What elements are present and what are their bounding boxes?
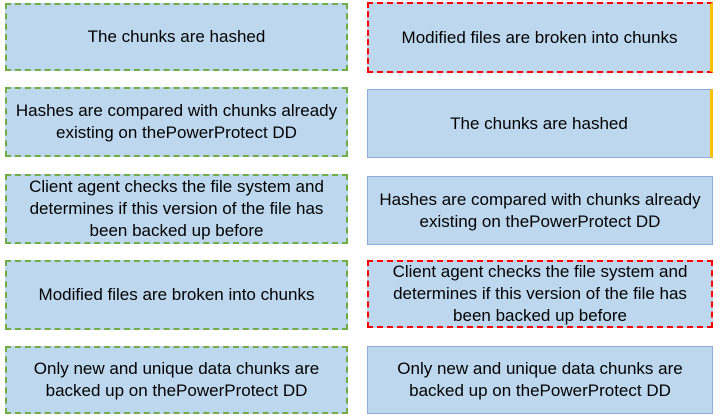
right-answer-text: Client agent checks the file system and … (392, 262, 688, 325)
left-option-box[interactable]: Modified files are broken into chunks (5, 260, 348, 330)
left-option-text: Client agent checks the file system and … (29, 177, 324, 240)
right-answer-box[interactable]: The chunks are hashed (367, 89, 713, 158)
right-answer-text: The chunks are hashed (450, 113, 628, 133)
right-answer-box[interactable]: Client agent checks the file system and … (367, 260, 713, 328)
left-option-text: Modified files are broken into chunks (38, 285, 315, 304)
left-option-text: Hashes are compared with chunks already … (15, 101, 338, 142)
right-answer-text: Modified files are broken into chunks (401, 27, 678, 47)
right-answer-box[interactable]: Hashes are compared with chunks already … (367, 176, 713, 245)
left-option-text: Only new and unique data chunks are back… (33, 359, 320, 400)
left-option-box[interactable]: The chunks are hashed (5, 3, 348, 71)
right-answer-box[interactable]: Only new and unique data chunks are back… (367, 346, 713, 414)
right-answer-box[interactable]: Modified files are broken into chunks (367, 2, 713, 73)
right-answer-text: Only new and unique data chunks are back… (397, 359, 683, 400)
left-option-text: The chunks are hashed (87, 27, 266, 46)
left-option-box[interactable]: Client agent checks the file system and … (5, 174, 348, 244)
right-answer-text: Hashes are compared with chunks already … (379, 189, 701, 231)
left-option-box[interactable]: Only new and unique data chunks are back… (5, 346, 348, 414)
left-option-box[interactable]: Hashes are compared with chunks already … (5, 87, 348, 157)
